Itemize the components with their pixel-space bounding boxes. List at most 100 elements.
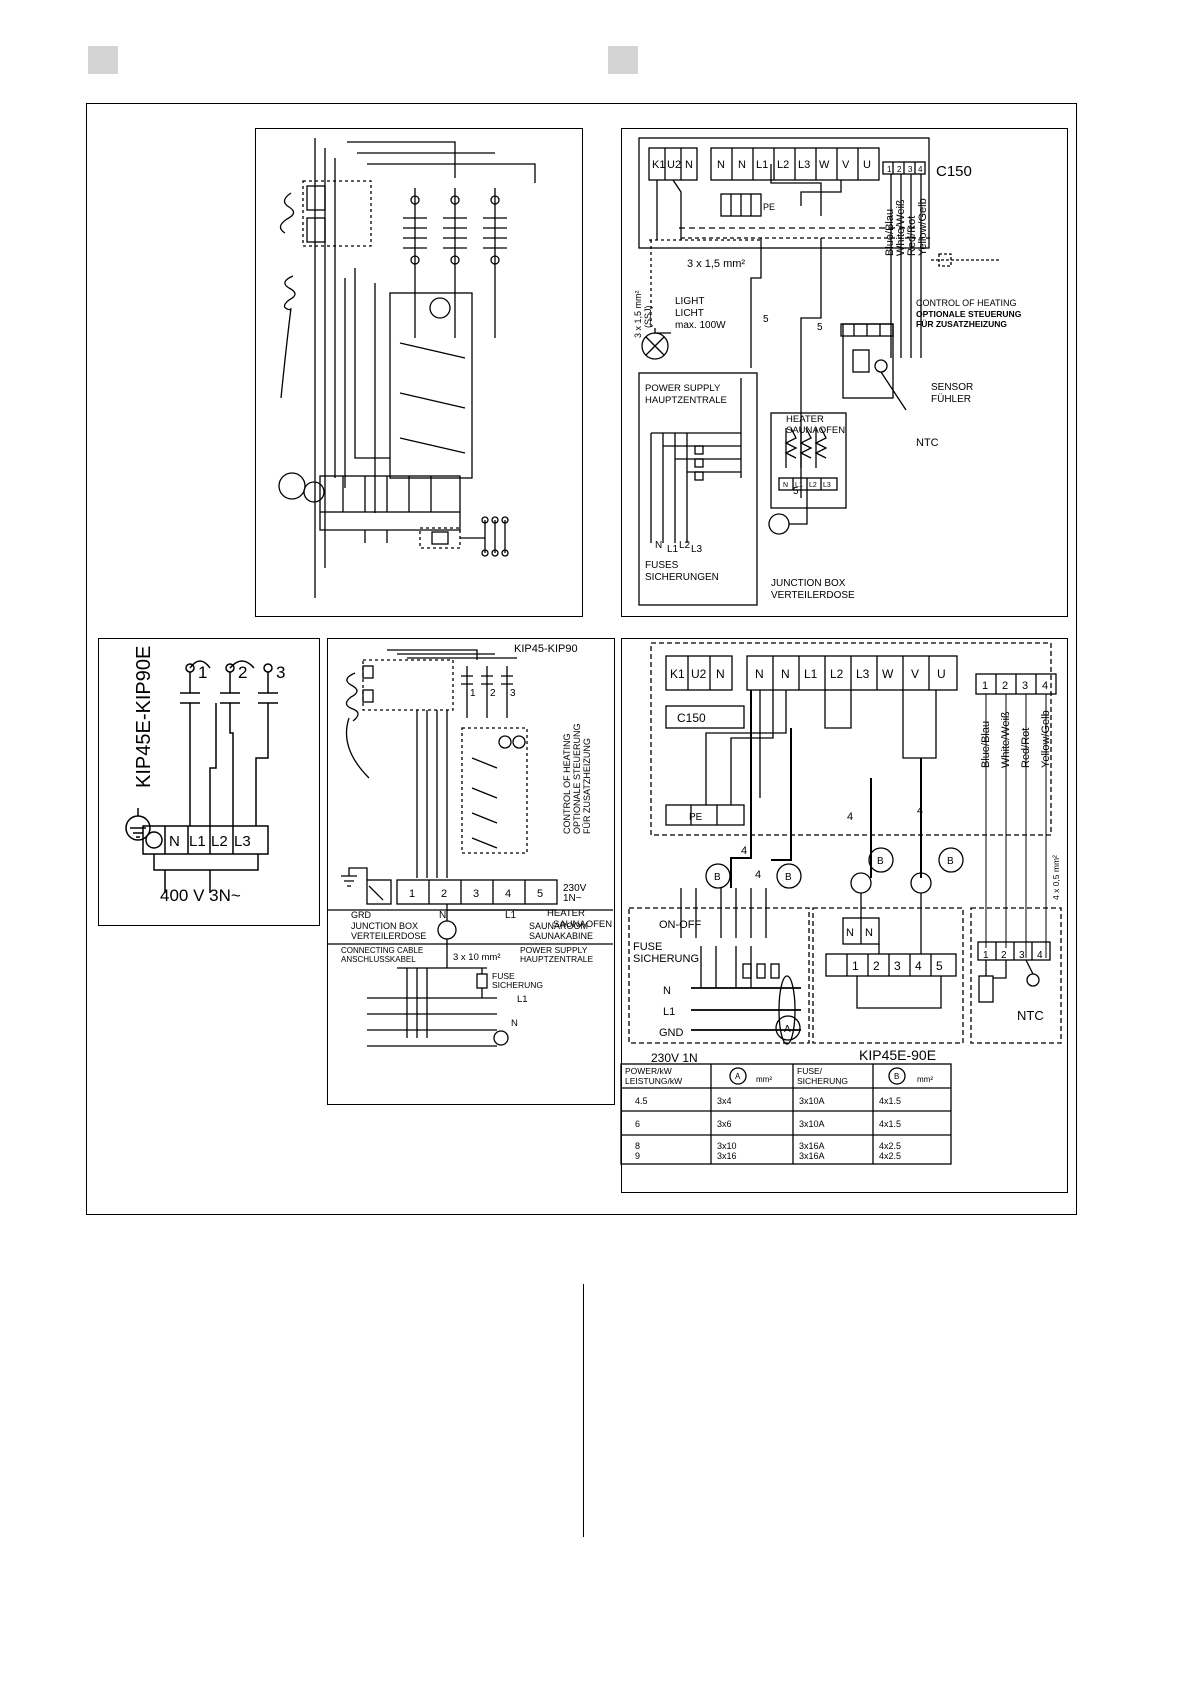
- c150-supply-n: N: [655, 540, 662, 551]
- kip45e-sensor-terminal-4: 4: [1042, 680, 1048, 692]
- kip45e-sensor-cable-label: 4 x 0,5 mm²: [1051, 855, 1061, 900]
- table-r3-power: 8: [635, 1141, 640, 1151]
- kip90e-panel: [98, 638, 320, 926]
- kip45e-fuse-2: SICHERUNG: [633, 953, 699, 965]
- kip45-grd-label: GRD: [351, 910, 372, 920]
- c150-light-label-1: LIGHT: [675, 296, 704, 307]
- kip45-control-heating-1: CONTROL OF HEATING: [562, 733, 572, 834]
- c150-heater-label-2: SAUNAOFEN: [786, 425, 845, 436]
- table-r3-fuse: 3x16A: [799, 1141, 825, 1151]
- table-r2-b: 4x1.5: [879, 1119, 901, 1129]
- c150-terminal-main-2: N: [738, 159, 746, 171]
- c150-pe-label: PE: [763, 202, 775, 212]
- c150-sensor-terminal-3: 3: [908, 165, 913, 174]
- table-r4-power: 9: [635, 1151, 640, 1161]
- kip45e-wire-count-2: 4: [755, 869, 761, 881]
- c150-terminal-main-7: V: [842, 159, 850, 171]
- c150-terminal-main-8: U: [863, 159, 871, 171]
- table-header-a: A: [735, 1072, 741, 1081]
- kip45e-heater-n-1: N: [846, 927, 854, 939]
- kip45e-marker-b-3: B: [877, 856, 884, 867]
- table-header-b-unit: mm²: [917, 1075, 933, 1084]
- kip45e-line-gnd: GND: [659, 1027, 684, 1039]
- kip45e-box-terminal-1: 1: [983, 950, 989, 961]
- c150-main-cable-label: 3 x 1,5 mm²: [687, 258, 745, 270]
- kip45e-drawing: K1 U2 N N N L1 L2 L3 W V U 1 2 3 4 C150 …: [620, 642, 1062, 1165]
- kip90e-drawing: KIP45E-KIP90E 1 2 3 N L1 L2 L3 400 V 3N~: [125, 646, 285, 905]
- table-r1-b: 4x1.5: [879, 1096, 901, 1106]
- kip45-power-supply-2: HAUPTZENTRALE: [520, 954, 594, 964]
- c150-light-cable-label: 3 x 1,5 mm²: [633, 290, 643, 338]
- kip45e-terminal-k1: K1: [670, 667, 685, 681]
- kip45e-marker-a: A: [784, 1024, 791, 1035]
- kip90e-terminal-l3: L3: [234, 833, 251, 850]
- c150-heater-l3: L3: [823, 482, 831, 489]
- kip45e-wire-color-1: Blue/Blau: [980, 721, 992, 768]
- kip45e-heater-terminal-5: 5: [936, 959, 943, 973]
- kip45e-terminal-u2: U2: [691, 667, 707, 681]
- c150-sensor-label-2: FÜHLER: [931, 393, 971, 405]
- c150-ntc-label: NTC: [916, 437, 939, 449]
- table-header-fuse-2: SICHERUNG: [797, 1076, 848, 1086]
- c150-light-cable-type: (SSJ): [643, 305, 653, 328]
- c150-fuses-2: SICHERUNGEN: [645, 572, 719, 583]
- kip90e-contact-2: 2: [238, 663, 247, 682]
- kip45e-terminal-main-3: L1: [804, 667, 818, 681]
- kip45-line-l1: L1: [517, 994, 528, 1005]
- kip45e-line-n: N: [663, 985, 671, 997]
- kip45e-heater-terminal-2: 2: [873, 959, 880, 973]
- kip45e-wire-color-2: White/Weiß: [1000, 711, 1012, 768]
- table-r1-power: 4.5: [635, 1096, 648, 1106]
- c150-control-heating-1: CONTROL OF HEATING: [916, 298, 1017, 308]
- table-r4-b: 4x2.5: [879, 1151, 901, 1161]
- kip45e-heater-terminal-1: 1: [852, 959, 859, 973]
- kip90e-supply-label: 400 V 3N~: [160, 886, 241, 905]
- kip45e-supply-label: 230V 1N: [651, 1051, 698, 1065]
- c150-terminal-k1: K1: [652, 159, 665, 171]
- kip45-power-supply-1: POWER SUPPLY: [520, 945, 588, 955]
- kip45-heater-2: SAUNAOFEN: [553, 919, 612, 930]
- kip45-control-heating-3: FÜR ZUSATZHEIZUNG: [582, 738, 592, 834]
- kip45e-ntc-label: NTC: [1017, 1008, 1044, 1023]
- kip45-contact-2: 2: [490, 688, 496, 699]
- table-r4-fuse: 3x16A: [799, 1151, 825, 1161]
- kip45-junction-1: JUNCTION BOX: [351, 921, 418, 931]
- table-header-b: B: [894, 1072, 899, 1081]
- kip45e-sensor-terminal-1: 1: [982, 680, 988, 692]
- c150-terminal-main-1: N: [717, 159, 725, 171]
- c150-terminal-main-3: L1: [756, 159, 768, 171]
- table-header-fuse-1: FUSE/: [797, 1066, 823, 1076]
- kip45e-sensor-terminal-2: 2: [1002, 680, 1008, 692]
- kip45-contact-3: 3: [510, 688, 516, 699]
- c150-supply-l2: L2: [679, 540, 691, 551]
- c150-terminal-n: N: [685, 159, 693, 171]
- kip45e-fuse-1: FUSE: [633, 941, 662, 953]
- column-divider: [583, 1284, 584, 1537]
- kip45-panel: [327, 638, 615, 1105]
- c150-wire-count-2: 5: [817, 322, 823, 333]
- c150-terminal-main-4: L2: [777, 159, 789, 171]
- kip45e-marker-b-4: B: [947, 856, 954, 867]
- kip45e-on-off-label: ON-OFF: [659, 919, 701, 931]
- kip45e-wire-color-4: Yellow/Gelb: [1040, 710, 1052, 768]
- c150-wire-count-3: 5: [793, 486, 799, 497]
- c150-wire-color-3: Red/Rot: [906, 216, 918, 256]
- kip45-fuse-1: FUSE: [492, 971, 515, 981]
- kip90e-terminal-n: N: [169, 833, 180, 850]
- kip45-voltage-2: 1N~: [563, 893, 582, 904]
- kip45-saunaroom-1: SAUNAROOM: [529, 921, 588, 931]
- kip45-terminal-3: 3: [473, 888, 479, 900]
- kip45-l1-label: L1: [505, 910, 517, 921]
- kip90e-terminal-l1: L1: [189, 833, 206, 850]
- c150-wire-color-4: Yellow/Gelb: [917, 198, 929, 256]
- kip45-terminal-1: 1: [409, 888, 415, 900]
- kip45e-box-terminal-2: 2: [1001, 950, 1007, 961]
- kip45-terminal-4: 4: [505, 888, 511, 900]
- table-r2-fuse: 3x10A: [799, 1119, 825, 1129]
- table-r2-a: 3x6: [717, 1119, 732, 1129]
- c150-light-label-2: LICHT: [675, 308, 704, 319]
- c150-terminal-main-6: W: [819, 159, 830, 171]
- table-header-power-2: LEISTUNG/kW: [625, 1076, 682, 1086]
- table-r1-fuse: 3x10A: [799, 1096, 825, 1106]
- heater-wiring-drawing: [278, 138, 536, 598]
